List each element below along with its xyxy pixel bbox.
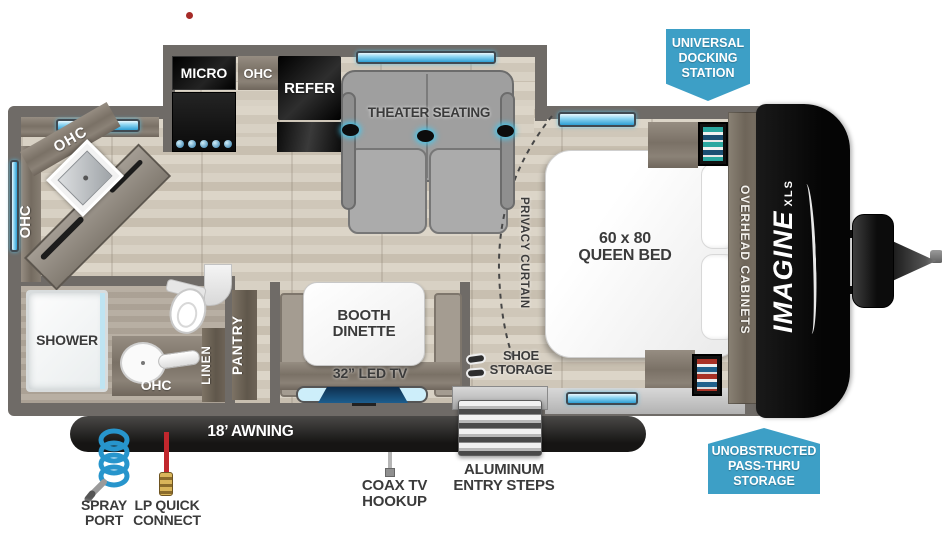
- shoe-icon: [465, 367, 487, 379]
- burner-knob: [176, 140, 184, 148]
- shower-glass: [100, 293, 105, 389]
- burner-knob: [224, 140, 232, 148]
- badge-passthru-storage: UNOBSTRUCTED PASS-THRU STORAGE: [708, 428, 820, 494]
- theater-seating-label: THEATER SEATING: [367, 105, 491, 120]
- tv-stand: [352, 403, 376, 406]
- refrigerator: REFER: [278, 56, 341, 120]
- shower: SHOWER: [26, 290, 108, 392]
- bedroom-window-top: [558, 112, 636, 127]
- dinette-label-line2: DINETTE: [332, 323, 396, 340]
- red-dot: [186, 12, 193, 19]
- stove-burners: [176, 140, 232, 150]
- awning-bar: [70, 416, 646, 452]
- nightstand-top: [648, 122, 698, 168]
- entry-steps: [458, 400, 542, 456]
- brand-logo: IMAGINE XLS: [768, 166, 819, 346]
- toilet-seat: [174, 299, 200, 330]
- brand-name: IMAGINE: [768, 210, 798, 333]
- coax-connector-icon: [385, 468, 395, 477]
- spray-port-line2: PORT: [84, 512, 124, 529]
- theater-seat-right: [429, 148, 508, 234]
- badge-line: PASS-THRU: [728, 458, 800, 473]
- linen-label: LINEN: [201, 345, 213, 385]
- steps-line1: ALUMINUM: [463, 461, 545, 478]
- bathroom-door-wall: [204, 264, 232, 306]
- cupholder-icon: [417, 130, 434, 142]
- tv-cabinet: [280, 362, 460, 390]
- wardrobe-bottom: [692, 354, 722, 396]
- microwave-label: MICRO: [180, 65, 228, 81]
- badge-line: UNIVERSAL: [671, 36, 745, 50]
- badge-line: STATION: [681, 65, 735, 80]
- kitchen-side-window: [10, 160, 19, 252]
- brand-sub: XLS: [783, 179, 795, 207]
- badge-line: UNOBSTRUCTED: [711, 444, 817, 458]
- burner-knob: [200, 140, 208, 148]
- spray-port-label: SPRAY PORT: [66, 497, 142, 529]
- coax-tv-hookup-label: COAX TV HOOKUP: [342, 477, 447, 511]
- lp-line2: CONNECT: [133, 512, 201, 529]
- theater-seat-seam: [426, 74, 428, 178]
- pantry-label: PANTRY: [230, 315, 245, 375]
- burner-knob: [188, 140, 196, 148]
- pantry: [232, 290, 257, 400]
- dinette-slideout-wall-left: [270, 282, 280, 416]
- logo-swoosh-icon: [799, 183, 819, 335]
- wardrobe-top: [698, 122, 728, 166]
- linen-closet: [202, 328, 225, 402]
- lp-quick-connect-label: LP QUICK CONNECT: [116, 497, 218, 529]
- coax-cable-icon: [388, 452, 392, 470]
- front-cap: [756, 104, 850, 418]
- coax-line1: COAX TV: [361, 477, 428, 494]
- shoe-storage-line2: STORAGE: [489, 362, 553, 378]
- ohc-label: OHC: [243, 65, 273, 81]
- nightstand-bottom: [645, 350, 695, 394]
- lp-hose-icon: [164, 432, 169, 478]
- overhead-cabinets-label: OVERHEAD CABINETS: [738, 185, 752, 335]
- booth-dinette-table: BOOTH DINETTE: [303, 282, 425, 366]
- dinette-label-line1: BOOTH: [337, 306, 391, 324]
- dinette-slideout-wall-right: [460, 282, 470, 416]
- sink-drain: [141, 361, 145, 365]
- burner-knob: [212, 140, 220, 148]
- refrigerator-label: REFER: [284, 79, 335, 97]
- shower-label: SHOWER: [36, 332, 98, 349]
- badge-line: DOCKING: [678, 50, 738, 65]
- lp-line1: LP QUICK: [134, 497, 200, 513]
- bed-label: 60 x 80 QUEEN BED: [545, 230, 705, 265]
- privacy-curtain-label: PRIVACY CURTAIN: [518, 196, 530, 309]
- lp-connector-icon: [159, 472, 173, 496]
- microwave: MICRO: [172, 56, 236, 90]
- ohc-label: OHC: [17, 205, 34, 239]
- tv-label: 32” LED TV: [332, 365, 408, 381]
- refrigerator-lower-panel: [277, 122, 342, 152]
- badge-universal-docking-station: UNIVERSAL DOCKING STATION: [666, 29, 750, 101]
- spray-port-hose-icon: [84, 428, 130, 503]
- propane-tank-cover: [852, 214, 894, 308]
- steps-line2: ENTRY STEPS: [453, 477, 555, 495]
- bed-type-label: QUEEN BED: [578, 247, 672, 265]
- awning-label: 18’ AWNING: [207, 423, 294, 440]
- spray-port-line1: SPRAY: [81, 497, 127, 513]
- theater-seat-left: [348, 148, 427, 234]
- badge-line: STORAGE: [733, 473, 795, 488]
- entry-steps-label: ALUMINUM ENTRY STEPS: [436, 461, 572, 495]
- wardrobe-shelves: [697, 359, 717, 391]
- wardrobe-shelves: [703, 127, 723, 161]
- bedroom-window-bottom: [566, 392, 638, 405]
- coax-line2: HOOKUP: [362, 493, 427, 511]
- galley-window: [356, 51, 496, 64]
- bed-size-label: 60 x 80: [599, 230, 651, 247]
- ohc-label: OHC: [140, 377, 172, 393]
- overhead-cabinet-galley: OHC: [238, 56, 278, 90]
- cupholder-icon: [497, 125, 514, 137]
- cupholder-icon: [342, 124, 359, 136]
- led-tv: [318, 387, 408, 403]
- theater-armrest-left: [341, 92, 356, 210]
